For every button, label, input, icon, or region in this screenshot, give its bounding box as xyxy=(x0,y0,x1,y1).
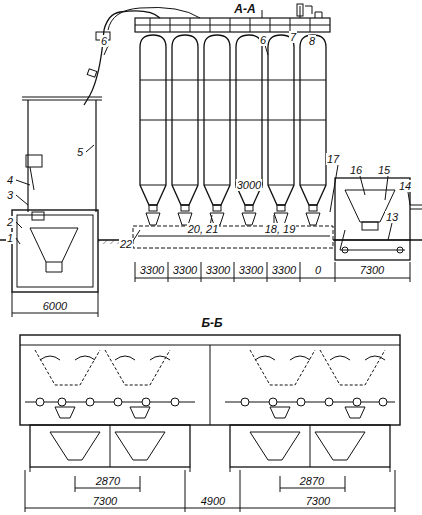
section-title: А-А xyxy=(233,3,256,15)
callout-number: 14 xyxy=(398,180,412,192)
callout-number: 5 xyxy=(76,146,84,158)
callout-number: 7 xyxy=(289,31,297,43)
callout-number: 18, 19 xyxy=(264,223,297,235)
dimension-text: 0 xyxy=(314,264,322,276)
callout-number: 2 xyxy=(6,216,14,228)
dimension-text: 7300 xyxy=(92,495,118,507)
dimension-text: 6000 xyxy=(42,300,68,312)
callout-number: 16 xyxy=(349,164,363,176)
callout-number: 1 xyxy=(6,232,14,244)
dimension-text: 3000 xyxy=(236,179,262,191)
dimension-text: 7300 xyxy=(305,495,331,507)
dimension-text: 3300 xyxy=(271,264,297,276)
callout-number: 8 xyxy=(308,35,316,47)
dimension-text: 4900 xyxy=(200,495,226,507)
dimension-text: 3300 xyxy=(139,264,165,276)
dimension-text: 3300 xyxy=(172,264,198,276)
callout-number: 22 xyxy=(119,238,133,250)
section-title: Б-Б xyxy=(201,317,224,329)
dimension-text: 7300 xyxy=(359,264,385,276)
callout-number: 3 xyxy=(6,189,14,201)
dimension-text: 3300 xyxy=(238,264,264,276)
callout-number: 13 xyxy=(385,211,399,223)
callout-number: 6 xyxy=(259,34,267,46)
callout-number: 20, 21 xyxy=(187,223,220,235)
callout-number: 15 xyxy=(377,164,391,176)
dimension-text: 2870 xyxy=(95,475,121,487)
callout-number: 6 xyxy=(100,35,108,47)
dimension-text: 2870 xyxy=(299,475,325,487)
callout-number: 17 xyxy=(326,153,340,165)
callout-number: 4 xyxy=(6,174,14,186)
dimension-text: 3300 xyxy=(205,264,231,276)
